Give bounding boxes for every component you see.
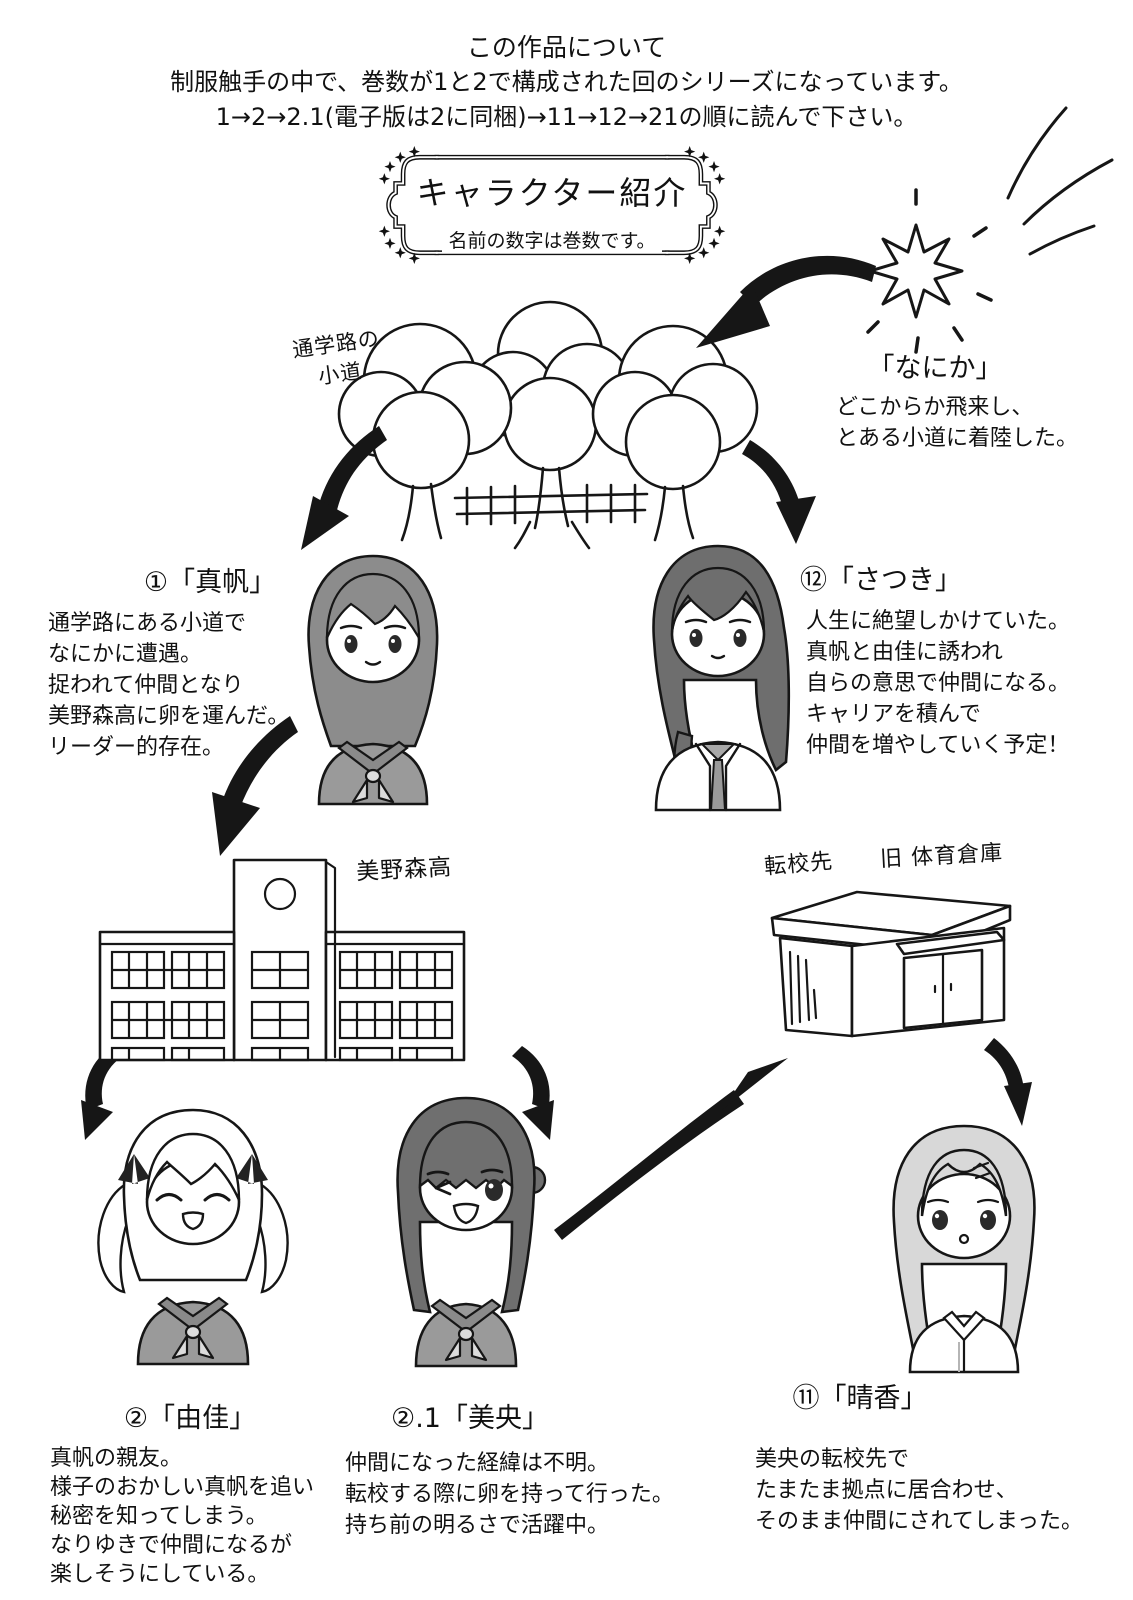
portrait-satsuki <box>652 544 791 812</box>
page-title: キャラクター紹介 <box>416 174 688 212</box>
school-label: 美野森高 <box>355 854 453 886</box>
arrow-mio-to-shed <box>554 1058 788 1240</box>
character-desc-haruka: 美央の転校先で たまたま拠点に居合わせ、 そのまま仲間にされてしまった。 <box>755 1447 1084 1534</box>
title-frame <box>378 146 726 264</box>
character-name-maho: ①「真帆」 <box>143 567 277 598</box>
character-desc-maho: 通学路にある小道で なにかに遭遇。 捉われて仲間となり 美野森高に卵を運んだ。 … <box>48 611 290 760</box>
arrow-trees-to-satsuki <box>742 440 816 544</box>
nanika-desc: どこからか飛来し、 とある小道に着陸した。 <box>836 395 1079 451</box>
portrait-yuka <box>97 1108 289 1366</box>
shed-label: 旧 体育倉庫 <box>879 840 1004 873</box>
arrow-maho-to-school <box>212 716 298 856</box>
arrow-school-to-mio <box>512 1046 554 1140</box>
character-name-haruka: ⑪「晴香」 <box>792 1383 928 1414</box>
about-line-2: 制服触手の中で、巻数が1と2で構成された回のシリーズになっています。 <box>170 68 963 96</box>
arrow-school-to-yuka <box>81 1046 123 1140</box>
portrait-haruka <box>892 1124 1036 1374</box>
arrow-shed-to-haruka <box>984 1038 1032 1126</box>
portrait-maho <box>307 554 439 806</box>
nanika-starburst-icon <box>866 106 1114 354</box>
portrait-mio <box>396 1096 547 1368</box>
character-name-mio: ②.1「美央」 <box>391 1403 549 1434</box>
arrow-nanika-to-trees <box>696 255 876 348</box>
transfer-label: 転校先 <box>763 849 835 880</box>
about-line-1: この作品について <box>466 33 667 62</box>
character-desc-satsuki: 人生に絶望しかけていた。 真帆と由佳に誘われ 自らの意思で仲間になる。 キャリア… <box>806 609 1071 758</box>
about-line-3: 1→2→2.1(電子版は2に同梱)→11→12→21の順に読んで下さい。 <box>215 103 918 131</box>
arrow-trees-to-maho <box>301 426 387 550</box>
nanika-name: 「なにか」 <box>867 353 1003 384</box>
character-desc-mio: 仲間になった経緯は不明。 転校する際に卵を持って行った。 持ち前の明るさで活躍中… <box>345 1451 674 1538</box>
character-name-satsuki: ⑫「さつき」 <box>800 565 962 596</box>
school-illustration <box>98 858 466 1062</box>
page-subtitle: 名前の数字は巻数です。 <box>363 226 741 253</box>
about-text: この作品について 制服触手の中で、巻数が1と2で構成された回のシリーズになってい… <box>0 30 1133 135</box>
character-desc-yuka: 真帆の親友。 様子のおかしい真帆を追い 秘密を知ってしまう。 なりゆきで仲間にな… <box>50 1446 315 1587</box>
character-name-yuka: ②「由佳」 <box>123 1403 257 1434</box>
shed-illustration <box>770 890 1012 1038</box>
path-trees-illustration <box>337 300 759 550</box>
